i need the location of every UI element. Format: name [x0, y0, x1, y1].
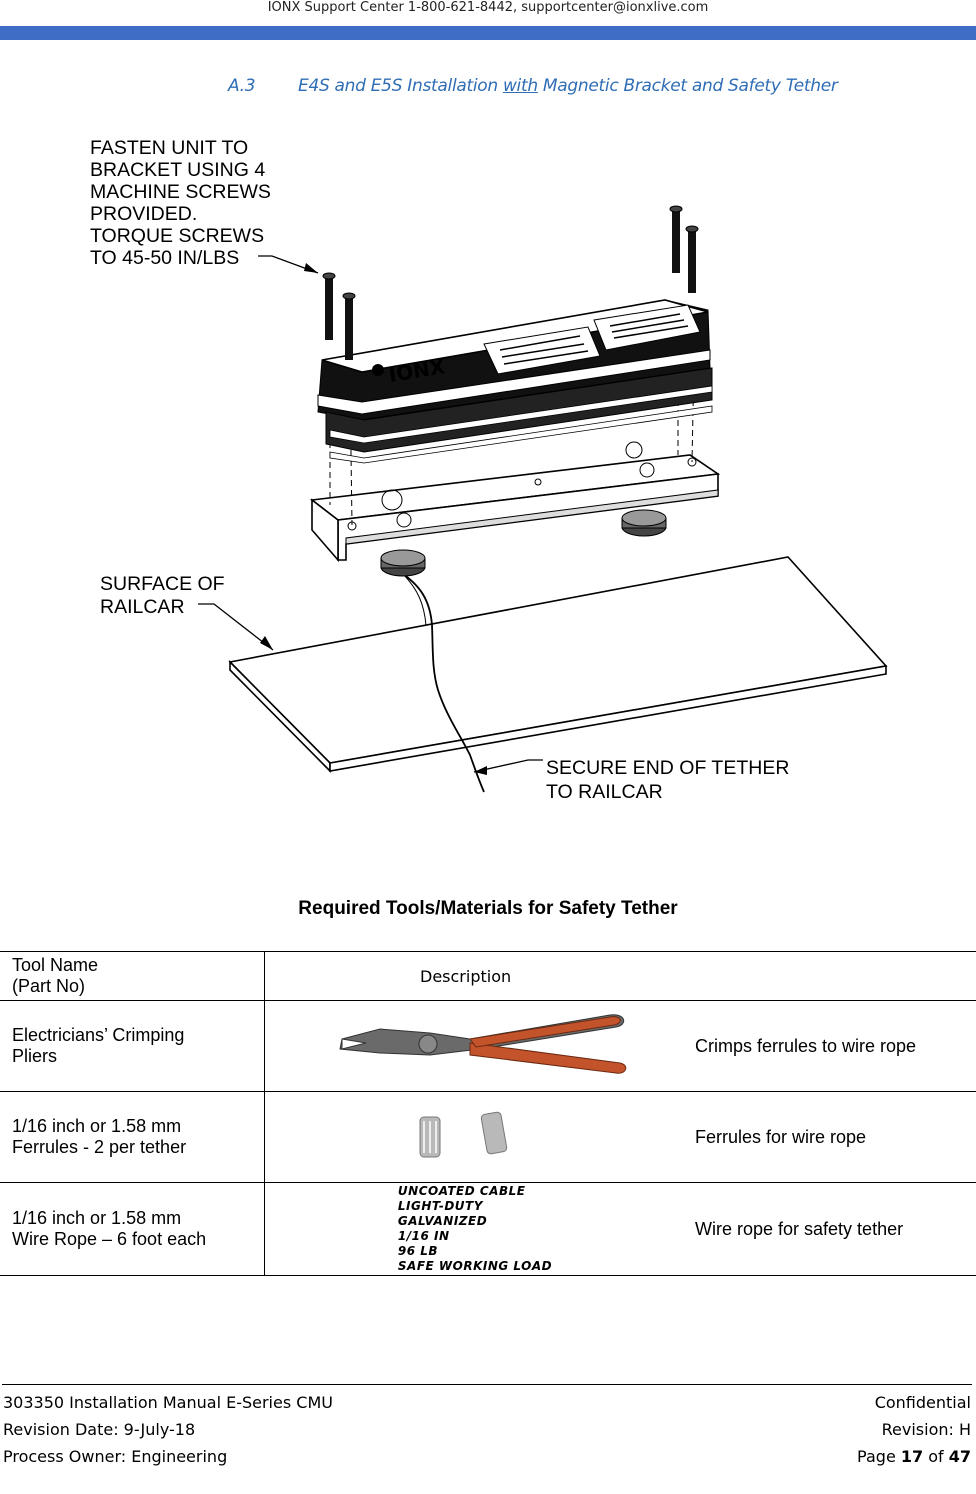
header-description: Description — [264, 951, 976, 1001]
tool-description: Ferrules for wire rope — [685, 1091, 976, 1183]
callout-fasten-line: TORQUE SCREWS — [90, 225, 264, 247]
callout-surface-line: RAILCAR — [100, 596, 185, 618]
tether-wire — [399, 571, 485, 793]
callout-tether: SECURE END OF TETHER TO RAILCAR — [546, 757, 789, 803]
cable-label-line: SAFE WORKING LOAD — [397, 1258, 553, 1273]
footer-row: Revision Date: 9-July-18 Revision: H — [3, 1420, 971, 1439]
leader-fasten — [258, 255, 319, 274]
crimping-pliers-image — [264, 1000, 685, 1092]
section-title-underlined: with — [502, 76, 538, 96]
callout-fasten-line: BRACKET USING 4 — [90, 159, 265, 181]
tool-description: Crimps ferrules to wire rope — [685, 1000, 976, 1092]
revision: Revision: H — [881, 1420, 971, 1439]
doc-title: 303350 Installation Manual E-Series CMU — [3, 1393, 333, 1412]
section-title-a: E4S and E5S Installation — [298, 76, 503, 96]
ionx-device: IONX — [317, 299, 713, 464]
header-tool-name: Tool Name(Part No) — [0, 951, 265, 1001]
callout-fasten-line: MACHINE SCREWS — [90, 181, 271, 203]
callout-tether-line: SECURE END OF TETHER — [546, 757, 789, 779]
callout-fasten-line: TO 45-50 IN/LBS — [90, 247, 239, 269]
revision-date: Revision Date: 9-July-18 — [3, 1420, 196, 1439]
tools-table: Tool Name(Part No) Description Electrici… — [0, 951, 976, 1276]
railcar-surface — [228, 556, 888, 773]
header-bar — [0, 26, 976, 40]
magnet-feet — [380, 509, 667, 577]
leader-tether — [473, 759, 543, 773]
table-title: Required Tools/Materials for Safety Teth… — [298, 898, 678, 919]
cable-label-line: 96 LB — [397, 1243, 439, 1258]
section-title-b: Magnetic Bracket and Safety Tether — [537, 76, 838, 96]
page-number: Page 17 of 47 — [857, 1447, 971, 1466]
process-owner: Process Owner: Engineering — [3, 1447, 228, 1466]
footer-rule — [2, 1384, 972, 1385]
leader-surface — [198, 603, 274, 651]
cable-label-line: GALVANIZED — [397, 1213, 488, 1228]
table-header-row: Tool Name(Part No) Description — [0, 951, 976, 1001]
cable-label-line: LIGHT-DUTY — [397, 1198, 483, 1213]
section-heading: A.3 E4S and E5S Installation with Magneti… — [228, 76, 838, 96]
footer-row: Process Owner: Engineering Page 17 of 47 — [3, 1447, 971, 1466]
section-number: A.3 — [228, 76, 256, 96]
cable-label-line: 1/16 IN — [397, 1228, 450, 1243]
footer-row: 303350 Installation Manual E-Series CMU … — [3, 1393, 971, 1412]
callout-fasten-line: FASTEN UNIT TO — [90, 137, 248, 159]
callout-surface: SURFACE OF RAILCAR — [100, 573, 225, 618]
wire-rope-label-image: UNCOATED CABLE LIGHT-DUTY GALVANIZED 1/1… — [264, 1182, 685, 1276]
installation-diagram: FASTEN UNIT TO BRACKET USING 4 MACHINE S… — [90, 137, 888, 803]
callout-surface-line: SURFACE OF — [100, 573, 225, 595]
callout-fasten: FASTEN UNIT TO BRACKET USING 4 MACHINE S… — [90, 137, 271, 269]
support-contact: IONX Support Center 1-800-621-8442, supp… — [267, 0, 709, 15]
machine-screws — [322, 205, 699, 360]
callout-tether-line: TO RAILCAR — [546, 781, 663, 803]
callout-fasten-line: PROVIDED. — [90, 203, 197, 225]
confidential-label: Confidential — [874, 1393, 971, 1412]
tool-description: Wire rope for safety tether — [685, 1182, 976, 1276]
magnetic-bracket — [309, 441, 721, 563]
ferrules-image — [264, 1091, 685, 1183]
cable-label-line: UNCOATED CABLE — [397, 1183, 526, 1198]
